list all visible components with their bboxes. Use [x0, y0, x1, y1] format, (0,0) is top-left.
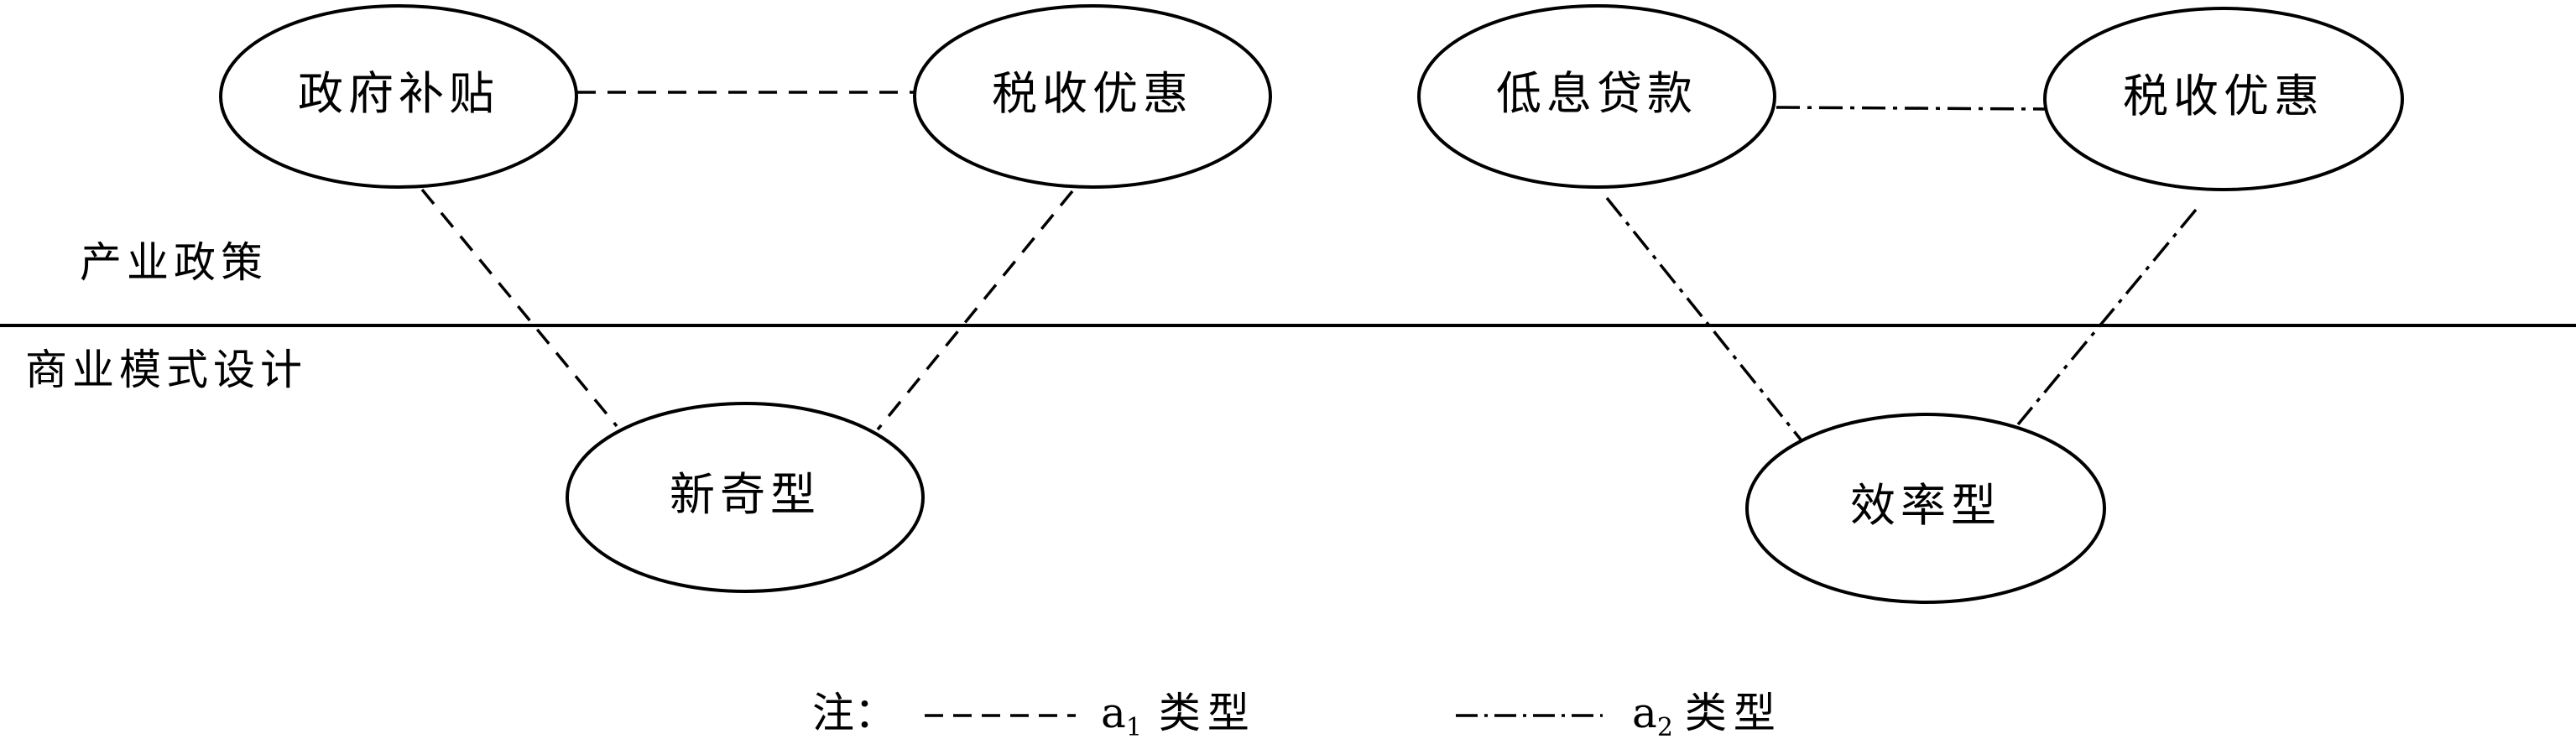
node-label: 税收优惠 — [2123, 70, 2324, 122]
node-ellipse — [1745, 413, 2106, 604]
node-ellipse — [219, 4, 578, 189]
node-label: 低息贷款 — [1496, 67, 1697, 120]
edge-taxleft-novelty — [876, 190, 1074, 431]
node-ellipse — [913, 4, 1272, 189]
node-label: 政府补贴 — [298, 67, 499, 120]
edge-subsidy-novelty — [420, 188, 618, 428]
node-label: 新奇型 — [670, 468, 821, 521]
node-label: 税收优惠 — [992, 67, 1193, 120]
lower-layer-label: 商业模式设计 — [25, 346, 307, 394]
upper-layer-label: 产业政策 — [80, 238, 268, 287]
edge-loan-taxright — [1776, 106, 2046, 111]
legend-a2-label: a2 类型 — [1632, 689, 1782, 739]
node-low-interest-loan: 低息贷款 — [1417, 4, 1776, 189]
legend-a2-subscript: 2 — [1657, 713, 1673, 739]
node-efficiency: 效率型 — [1745, 413, 2106, 604]
legend-a1-letter: a — [1101, 689, 1126, 737]
node-tax-pref-left: 税收优惠 — [913, 4, 1272, 189]
node-gov-subsidy: 政府补贴 — [219, 4, 578, 189]
node-novelty: 新奇型 — [566, 402, 925, 593]
edge-loan-efficiency — [1605, 196, 1802, 441]
node-ellipse — [566, 402, 925, 593]
legend-a2-text: 类型 — [1685, 689, 1782, 737]
legend-note: 注： — [812, 689, 896, 737]
legend-a1-label: a1 类型 — [1101, 689, 1256, 739]
legend-a2-letter: a — [1632, 689, 1657, 737]
node-tax-pref-right: 税收优惠 — [2043, 7, 2404, 191]
node-label: 效率型 — [1850, 479, 2001, 532]
edge-taxright-efficiency — [2016, 208, 2198, 426]
legend-a1-text: 类型 — [1159, 689, 1256, 737]
node-ellipse — [2043, 7, 2404, 191]
node-ellipse — [1417, 4, 1776, 189]
legend-a1-subscript: 1 — [1126, 713, 1142, 739]
